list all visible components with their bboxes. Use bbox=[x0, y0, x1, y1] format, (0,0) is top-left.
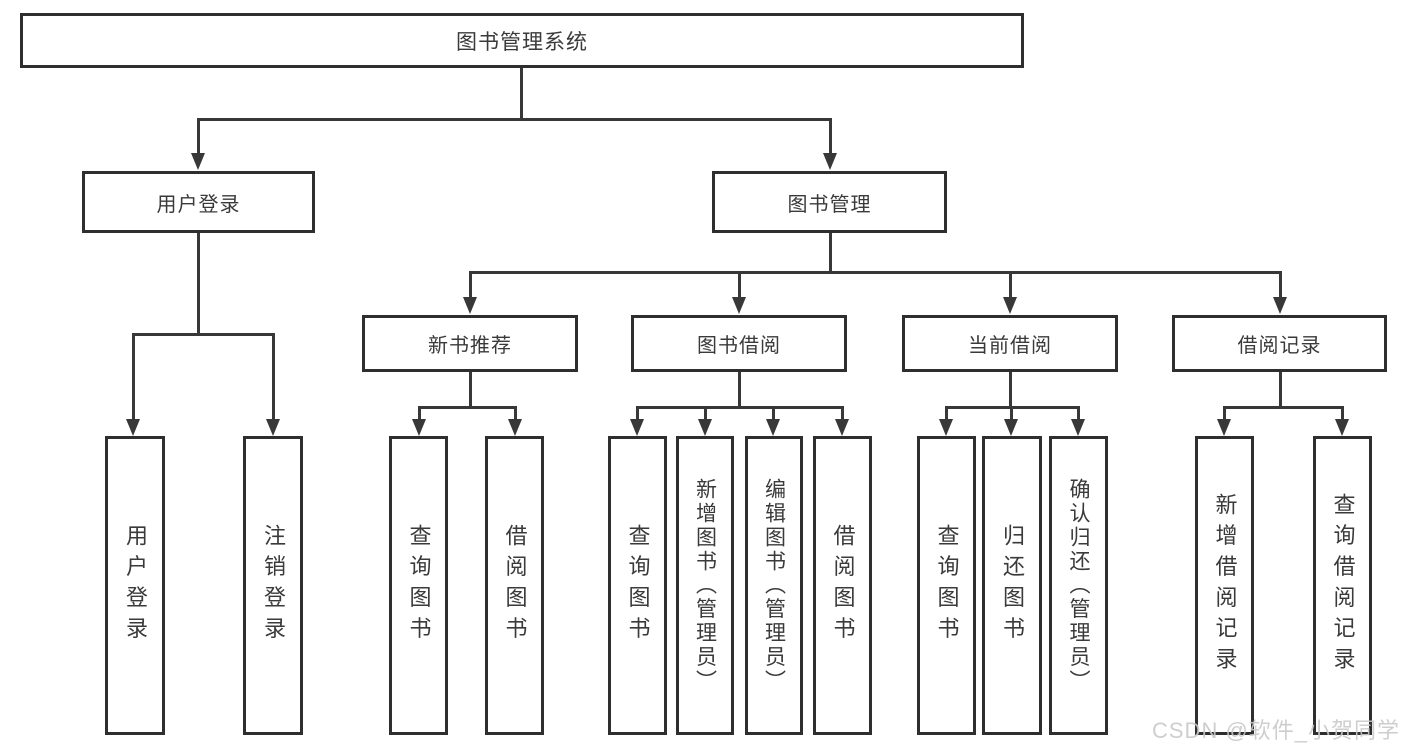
arrowhead-down-icon bbox=[126, 419, 140, 436]
connector-line bbox=[132, 333, 275, 336]
connector-line bbox=[1009, 271, 1012, 299]
arrowhead-down-icon bbox=[266, 419, 280, 436]
leaf-return-books: 归还图书 bbox=[982, 436, 1042, 735]
connector-line bbox=[1341, 406, 1344, 422]
arrowhead-down-icon bbox=[630, 419, 644, 436]
arrowhead-down-icon bbox=[191, 153, 205, 170]
connector-line bbox=[197, 233, 200, 336]
arrowhead-down-icon bbox=[939, 419, 953, 436]
arrowhead-down-icon bbox=[698, 419, 712, 436]
connector-line bbox=[829, 118, 832, 156]
arrowhead-down-icon bbox=[823, 153, 837, 170]
connector-line bbox=[829, 233, 832, 274]
node-book-borrowing: 图书借阅 bbox=[631, 315, 847, 372]
node-user-login: 用户登录 bbox=[82, 171, 315, 233]
connector-line bbox=[197, 118, 832, 121]
connector-line bbox=[738, 372, 741, 409]
connector-line bbox=[197, 118, 200, 156]
leaf-add-books-admin: 新增图书（管理员） bbox=[676, 436, 734, 735]
arrowhead-down-icon bbox=[1273, 297, 1287, 314]
connector-line bbox=[469, 271, 1282, 274]
connector-line bbox=[520, 68, 523, 121]
arrowhead-down-icon bbox=[1003, 297, 1017, 314]
leaf-query-books: 查询图书 bbox=[389, 436, 448, 735]
leaf-query-books: 查询图书 bbox=[917, 436, 976, 735]
connector-line bbox=[514, 406, 517, 422]
leaf-logout: 注销登录 bbox=[243, 436, 303, 735]
connector-line bbox=[1279, 271, 1282, 299]
node-book-management: 图书管理 bbox=[712, 171, 947, 233]
connector-line bbox=[945, 406, 948, 422]
leaf-confirm-return-admin: 确认归还（管理员） bbox=[1049, 436, 1108, 735]
connector-line bbox=[1223, 406, 1226, 422]
connector-line bbox=[772, 406, 775, 422]
connector-line bbox=[636, 406, 639, 422]
arrowhead-down-icon bbox=[1335, 419, 1349, 436]
connector-line bbox=[1279, 372, 1282, 409]
connector-line bbox=[1077, 406, 1080, 422]
connector-line bbox=[418, 406, 517, 409]
leaf-query-books: 查询图书 bbox=[608, 436, 667, 735]
connector-line bbox=[841, 406, 844, 422]
connector-line bbox=[469, 271, 472, 299]
leaf-borrow-books: 借阅图书 bbox=[485, 436, 544, 735]
leaf-query-borrow-record: 查询借阅记录 bbox=[1313, 436, 1372, 735]
connector-line bbox=[636, 406, 844, 409]
connector-line bbox=[469, 372, 472, 409]
connector-line bbox=[132, 333, 135, 420]
arrowhead-down-icon bbox=[835, 419, 849, 436]
connector-line bbox=[738, 271, 741, 299]
arrowhead-down-icon bbox=[463, 297, 477, 314]
leaf-edit-books-admin: 编辑图书（管理员） bbox=[745, 436, 803, 735]
arrowhead-down-icon bbox=[1004, 419, 1018, 436]
arrowhead-down-icon bbox=[412, 419, 426, 436]
connector-line bbox=[704, 406, 707, 422]
leaf-user-login: 用户登录 bbox=[105, 436, 165, 735]
connector-line bbox=[1009, 372, 1012, 409]
csdn-watermark: CSDN @软件_小贺同学 bbox=[1152, 718, 1401, 743]
connector-line bbox=[272, 333, 275, 420]
connector-line bbox=[1223, 406, 1344, 409]
arrowhead-down-icon bbox=[732, 297, 746, 314]
arrowhead-down-icon bbox=[1071, 419, 1085, 436]
node-new-book-recommendation: 新书推荐 bbox=[362, 315, 578, 372]
connector-line bbox=[418, 406, 421, 422]
arrowhead-down-icon bbox=[508, 419, 522, 436]
node-current-borrowing: 当前借阅 bbox=[902, 315, 1118, 372]
arrowhead-down-icon bbox=[1217, 419, 1231, 436]
leaf-borrow-books: 借阅图书 bbox=[813, 436, 872, 735]
connector-line bbox=[1010, 406, 1013, 422]
arrowhead-down-icon bbox=[766, 419, 780, 436]
node-library-management-system: 图书管理系统 bbox=[20, 13, 1024, 68]
leaf-add-borrow-record: 新增借阅记录 bbox=[1195, 436, 1254, 735]
node-borrowing-records: 借阅记录 bbox=[1172, 315, 1387, 372]
